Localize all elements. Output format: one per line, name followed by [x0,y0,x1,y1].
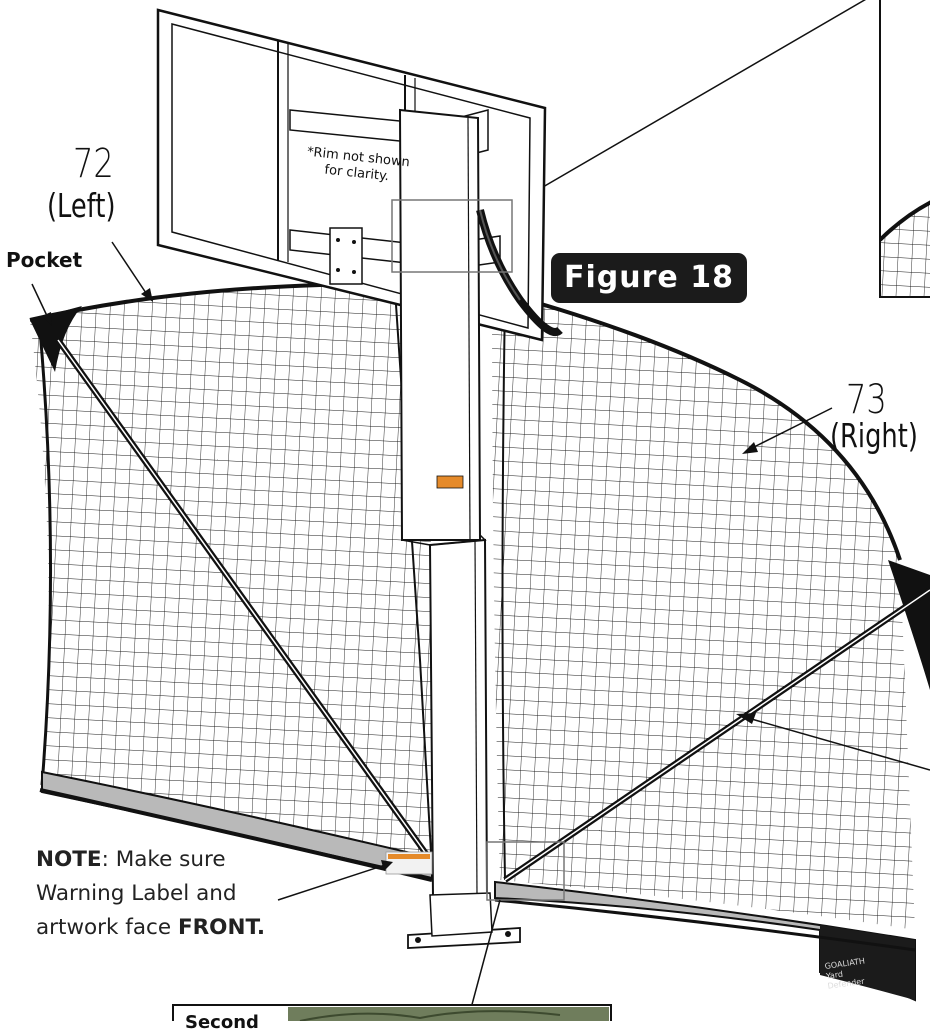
label-73: 73 [846,377,887,423]
label-pocket: Pocket [6,248,83,272]
right-net-73 [491,288,930,1002]
left-net-72 [29,282,435,882]
label-left: (Left) [47,186,116,225]
callout-arrows [31,241,833,901]
note-text: : Make sure Warning Label and artwork fa… [36,847,237,940]
label-72: 72 [73,141,114,187]
figure-badge: Figure 18 [551,253,747,303]
note-lead: NOTE [36,847,102,872]
inset-caption: Second [185,1012,259,1033]
note-emphasis: FRONT. [177,915,266,940]
detail-box-bottom [486,841,565,901]
inset-leader-line [511,0,867,206]
detail-box-top [391,199,513,273]
bottom-detail-leader [469,899,501,1013]
label-right: (Right) [830,416,918,455]
detail-inset-box [879,0,930,298]
front-note: NOTE: Make sure Warning Label and artwor… [36,843,306,945]
pole [385,108,563,949]
